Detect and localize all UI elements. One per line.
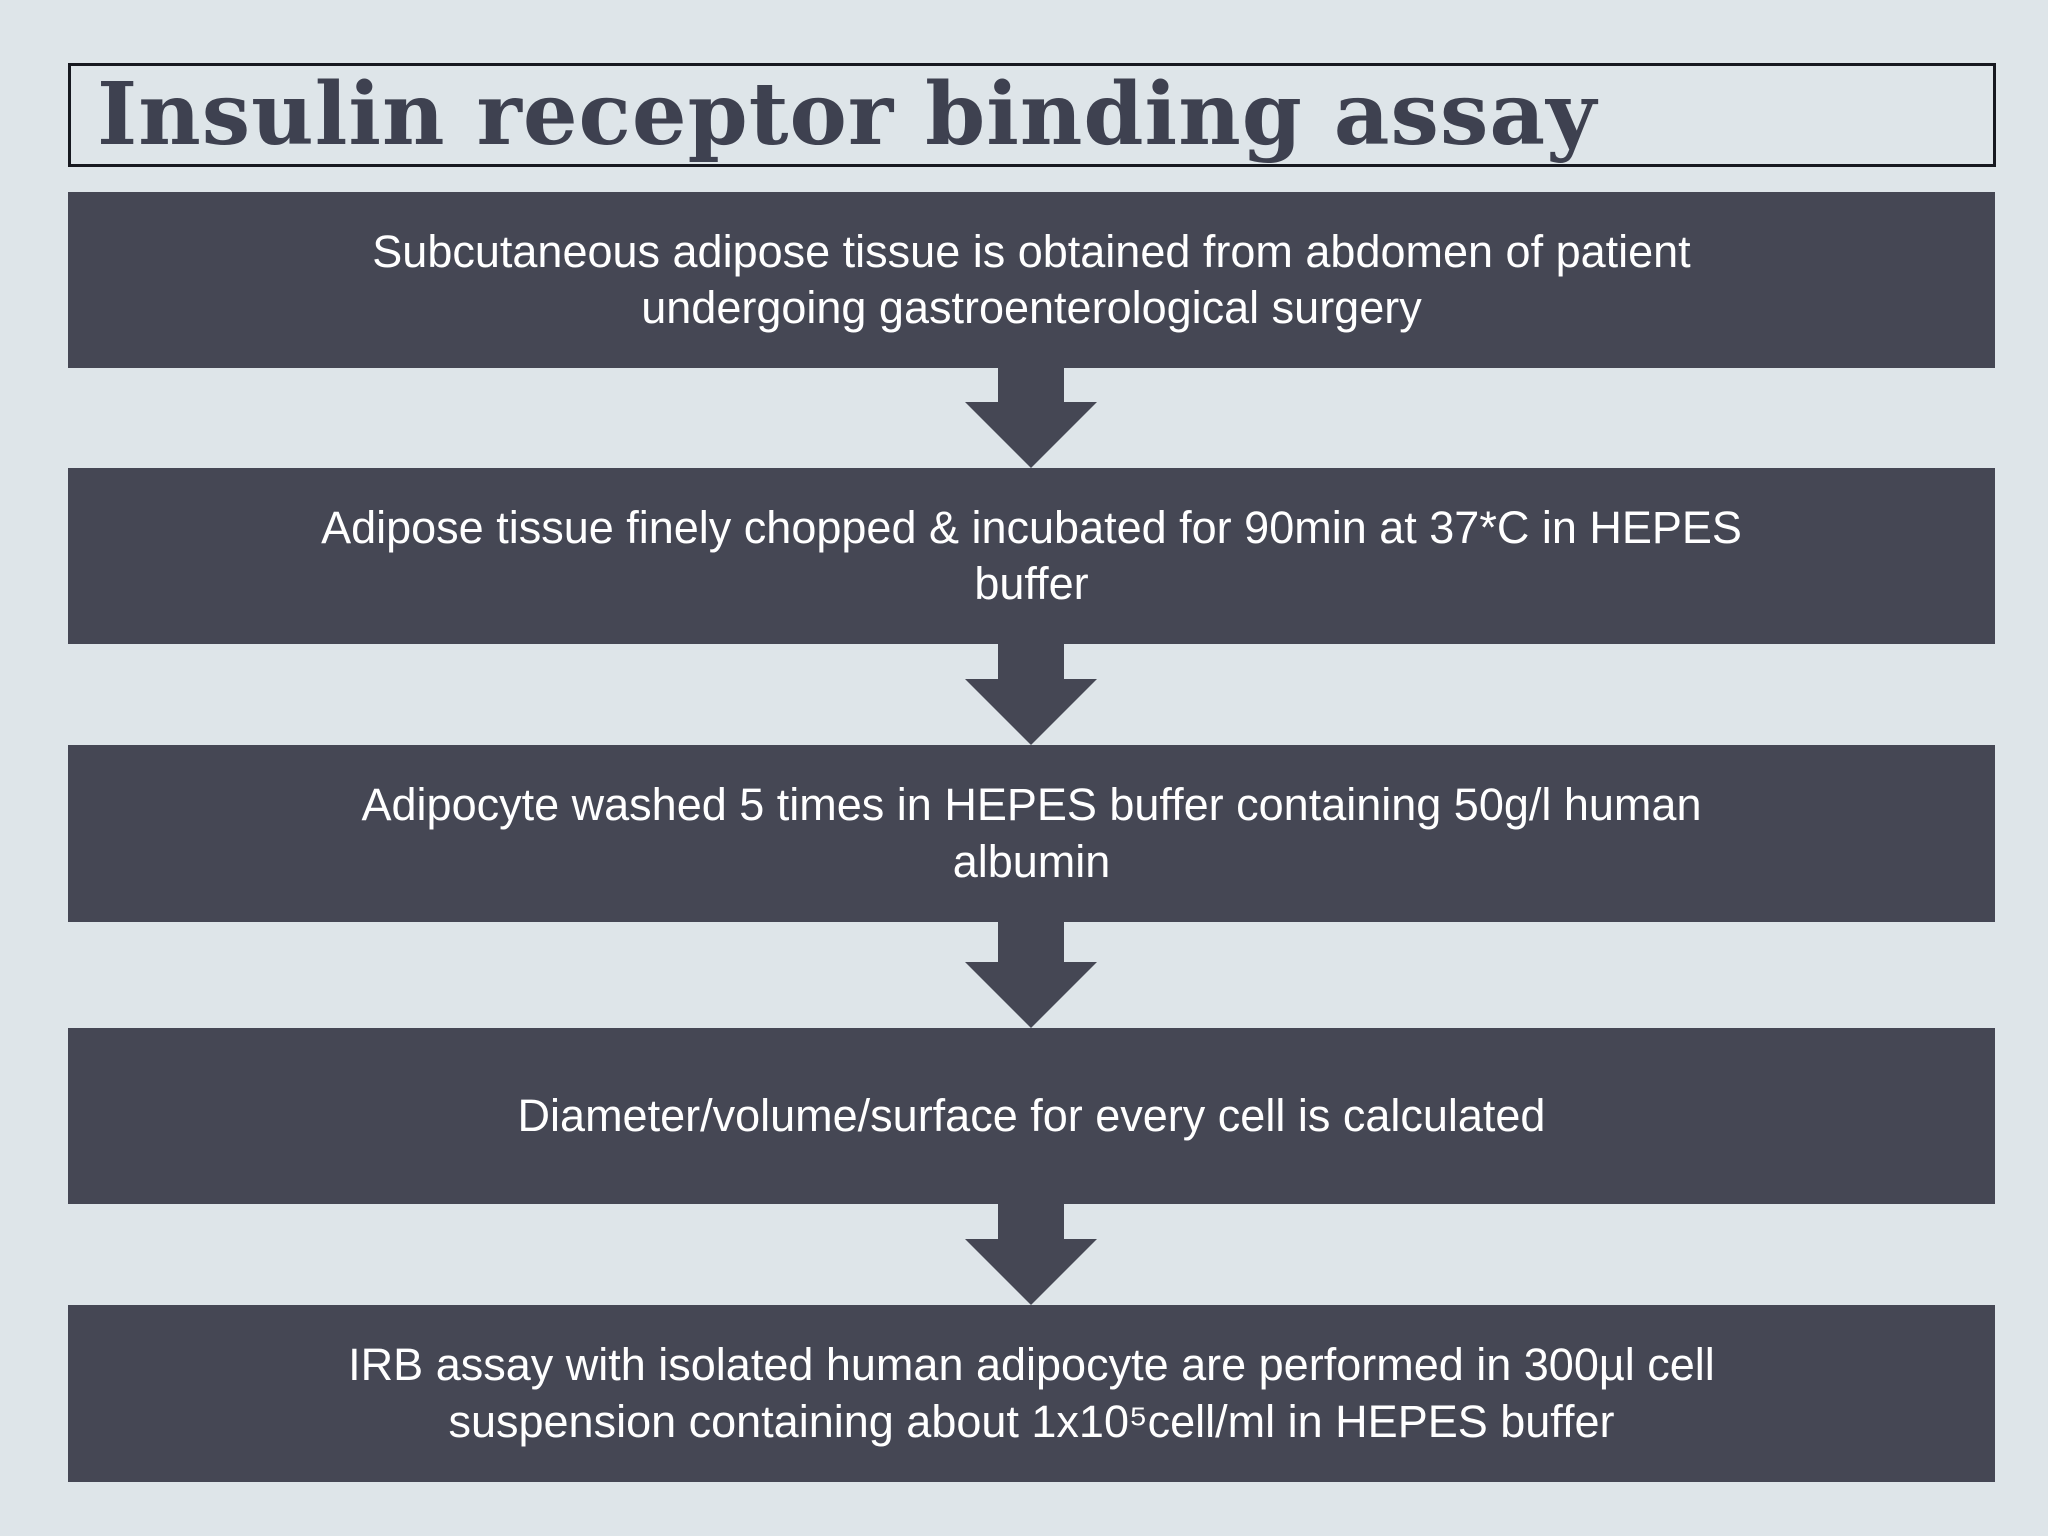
- down-arrow-shaft: [998, 368, 1064, 402]
- flow-step-3-text: Adipocyte washed 5 times in HEPES buffer…: [361, 779, 1702, 887]
- down-arrow-head: [965, 1239, 1097, 1305]
- title-box: Insulin receptor binding assay: [68, 63, 1996, 167]
- flow-step-1: Subcutaneous adipose tissue is obtained …: [68, 192, 1995, 368]
- flow-step-5-text: IRB assay with isolated human adipocyte …: [348, 1339, 1715, 1447]
- down-arrow-head: [965, 402, 1097, 468]
- down-arrow-shaft: [998, 922, 1064, 962]
- flow-step-5: IRB assay with isolated human adipocyte …: [68, 1305, 1995, 1482]
- down-arrow-icon: [965, 368, 1097, 468]
- down-arrow-icon: [965, 922, 1097, 1028]
- down-arrow-head: [965, 679, 1097, 745]
- flow-step-2-text: Adipose tissue finely chopped & incubate…: [321, 501, 1742, 609]
- flow-step-4-text: Diameter/volume/surface for every cell i…: [517, 1089, 1546, 1141]
- flow-step-2: Adipose tissue finely chopped & incubate…: [68, 468, 1995, 644]
- down-arrow-icon: [965, 1204, 1097, 1305]
- page-title: Insulin receptor binding assay: [97, 64, 1598, 165]
- flow-step-4: Diameter/volume/surface for every cell i…: [68, 1028, 1995, 1204]
- flow-step-1-text: Subcutaneous adipose tissue is obtained …: [372, 225, 1691, 333]
- down-arrow-icon: [965, 644, 1097, 745]
- down-arrow-shaft: [998, 1204, 1064, 1239]
- flow-step-3: Adipocyte washed 5 times in HEPES buffer…: [68, 745, 1995, 922]
- down-arrow-head: [965, 962, 1097, 1028]
- down-arrow-shaft: [998, 644, 1064, 679]
